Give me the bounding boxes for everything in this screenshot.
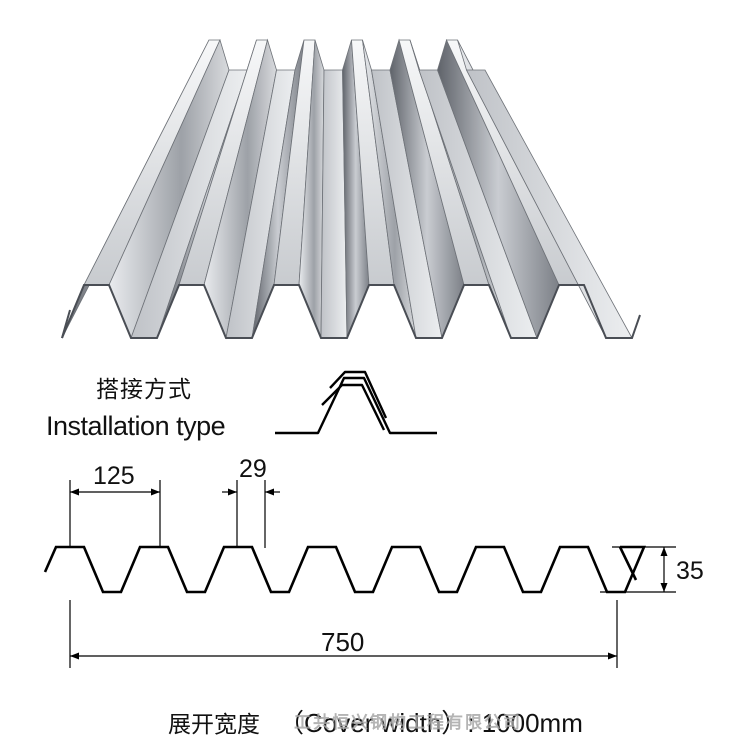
corrugated-sheet <box>61 38 641 340</box>
pitch-dimension-label: 125 <box>93 462 135 490</box>
profile-end-lip <box>618 546 638 581</box>
crest-arrow-right <box>265 488 274 496</box>
cover-width-dimension-label: 750 <box>321 627 365 657</box>
installation-type-label-zh: 搭接方式 <box>96 376 192 402</box>
installation-type-label-en: Installation type <box>46 411 226 441</box>
cover-width-caption: 展开宽度 （Cover width）: 1000mm <box>168 703 583 740</box>
cover-arrow-right <box>608 652 617 660</box>
cover-arrow-left <box>70 652 79 660</box>
height-arrow-top <box>660 547 668 556</box>
cover-width-label-en: （Cover width）: 1000mm <box>278 708 583 738</box>
crest-width-dimension-label: 29 <box>239 455 267 483</box>
profile-outline <box>43 545 646 594</box>
sheet-front-edge <box>61 284 641 339</box>
cover-width-label-zh: 展开宽度 <box>168 711 260 737</box>
overlap-sheet-lower <box>275 376 437 435</box>
crest-arrow-left <box>228 488 237 496</box>
pitch-arrow-right <box>151 488 160 496</box>
company-watermark: 工共恒兴钢构工程有限公司 <box>294 713 522 732</box>
rib-height-dimension-label: 35 <box>676 557 704 585</box>
sheet-left-lip <box>61 309 71 339</box>
dimension-lines <box>69 480 676 668</box>
height-arrow-bottom <box>660 583 668 592</box>
overlap-sheet-edge <box>329 370 388 419</box>
pitch-arrow-left <box>70 488 79 496</box>
overlap-sheet-upper <box>321 383 386 431</box>
trapezoid-profile <box>43 545 646 594</box>
